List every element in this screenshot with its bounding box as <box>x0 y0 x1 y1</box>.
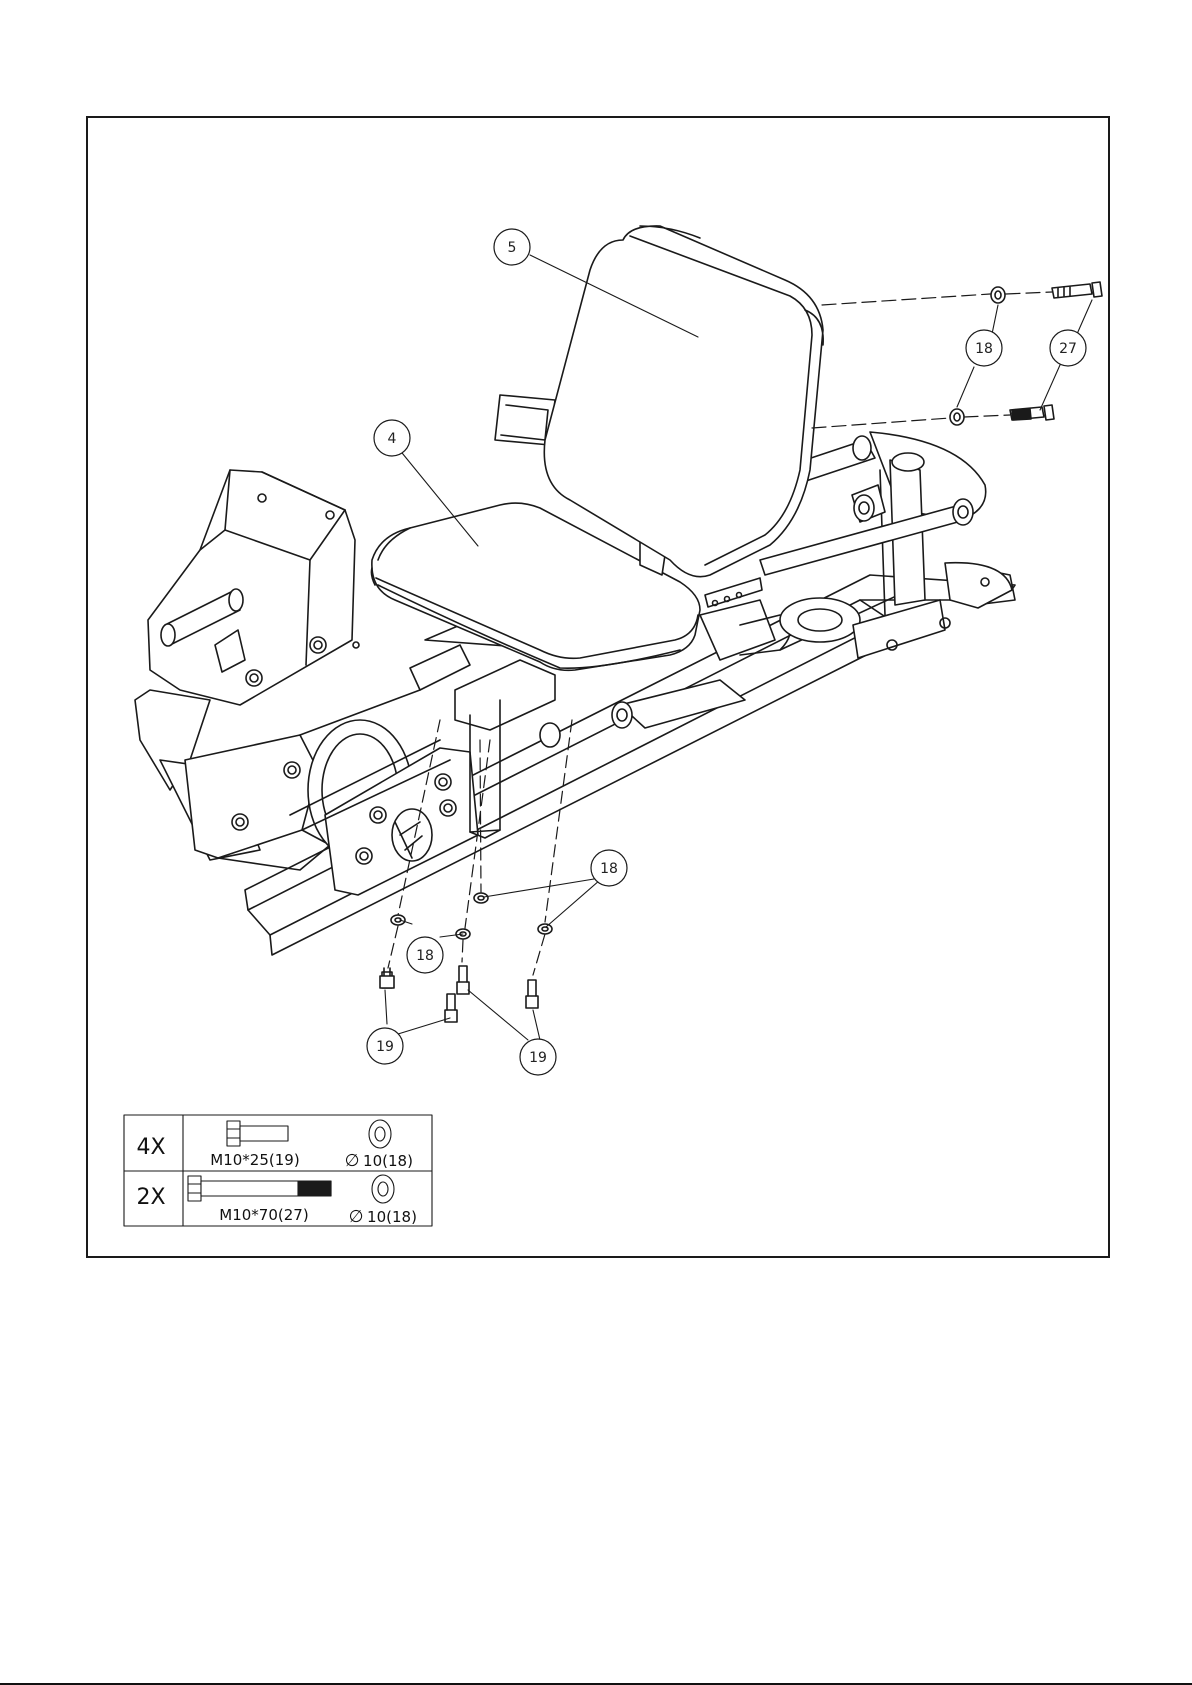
svg-text:19: 19 <box>529 1050 547 1066</box>
svg-text:18: 18 <box>600 861 618 877</box>
washer-icon <box>372 1175 394 1203</box>
svg-text:5: 5 <box>508 240 517 256</box>
washer-spec: 10(18) <box>367 1208 417 1226</box>
hardware-table: 4X M10*25(19) ∅ 10(18) 2X <box>124 1115 432 1227</box>
qty-label: 2X <box>136 1185 165 1210</box>
svg-text:27: 27 <box>1059 341 1077 357</box>
svg-text:19: 19 <box>376 1039 394 1055</box>
diameter-symbol: ∅ <box>345 1151 360 1171</box>
bolt-spec: M10*25(19) <box>210 1151 299 1169</box>
washer-icon <box>369 1120 391 1148</box>
callout-backrest: 5 <box>494 229 530 265</box>
callout-washer-top: 18 <box>966 330 1002 366</box>
diameter-symbol: ∅ <box>349 1207 364 1227</box>
callout-bolt-lower-right: 19 <box>520 1039 556 1075</box>
washer-spec: 10(18) <box>363 1152 413 1170</box>
callout-bolt-top: 27 <box>1050 330 1086 366</box>
callout-bolt-lower-left: 19 <box>367 1028 403 1064</box>
callout-seat: 4 <box>374 420 410 456</box>
callout-washer-lower-left: 18 <box>407 937 443 973</box>
callout-washer-lower-right: 18 <box>591 850 627 886</box>
svg-text:18: 18 <box>416 948 434 964</box>
svg-text:18: 18 <box>975 341 993 357</box>
bolt-spec: M10*70(27) <box>219 1206 308 1224</box>
svg-text:4: 4 <box>388 431 397 447</box>
qty-label: 4X <box>136 1135 165 1160</box>
